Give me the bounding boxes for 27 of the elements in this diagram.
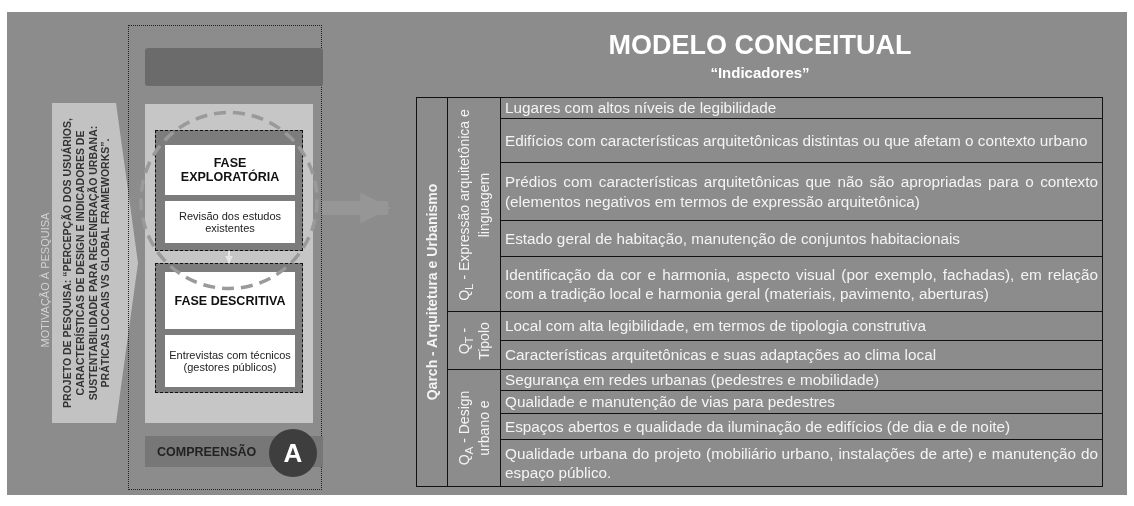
title: MODELO CONCEITUAL (607, 30, 913, 61)
phase-panel (145, 104, 313, 423)
phase-box: FASE EXPLORATÓRIA (165, 145, 295, 195)
dashed-group (155, 130, 303, 251)
vertical-heading: MOTIVAÇÃO À PESQUISA (39, 211, 51, 350)
indicator-text: Segurança em redes urbanas (pedestres e mobilidade) (505, 370, 881, 390)
subtitle: “Indicadores” (709, 64, 811, 81)
chevron-panel: PROJETO DE PESQUISA: “PERCEPÇÃO DOS USUÁRIOS, CARACTERÍSTICAS DE DESIGN E INDICADORES DE SUSTENTABILIDADE PARA REGENERAÇÃO URBANA: PRÁTICAS LOCAIS VS GLOBAL FRAMEWORKS”. (52, 103, 138, 423)
step-box: Revisão dos estudos existentes (165, 201, 295, 243)
indicator-text: Edifícios com características arquitetônicas distintas ou que afetam o contexto urbano (505, 130, 1089, 151)
arrow (322, 192, 392, 224)
indicator-text: Identificação da cor e harmonia, aspecto visual (por exemplo, fachadas), em relação com a tradição local e harmonia geral (materiais, pavimento, aberturas) (505, 264, 1098, 304)
phase-box: FASE DESCRITIVA (165, 272, 295, 329)
step-box: Entrevistas com técnicos (gestores públicos) (165, 335, 295, 387)
indicator-text: Qualidade e manutenção de vias para pedestres (505, 392, 836, 412)
header-bar (145, 48, 323, 86)
indicator-text: Características arquitetônicas e suas adaptações ao clima local (505, 345, 938, 365)
indicator-text: Local com alta legibilidade, em termos de tipologia construtiva (505, 316, 927, 336)
row-header: Qarch - Arquitetura e Urbanismo (423, 182, 441, 403)
indicator-text: Prédios com características arquitetônicas que não são apropriadas para o contexto (elementos negativos em termos de expressão arquitetônica) (505, 172, 1098, 211)
indicator-text: Lugares com altos níveis de legibilidade (505, 98, 778, 118)
dashed-group (155, 263, 303, 393)
dotted-frame (128, 25, 322, 490)
arrow (225, 250, 233, 264)
indicator-text: Qualidade urbana do projeto (mobiliário urbano, instalações de arte) e manutenção do espaço público. (505, 443, 1098, 483)
indicator-text: Estado geral de habitação, manutenção de conjuntos habitacionais (505, 228, 961, 249)
indicator-text: Espaços abertos e qualidade da iluminação de edifícios (de dia e de noite) (505, 416, 1012, 437)
